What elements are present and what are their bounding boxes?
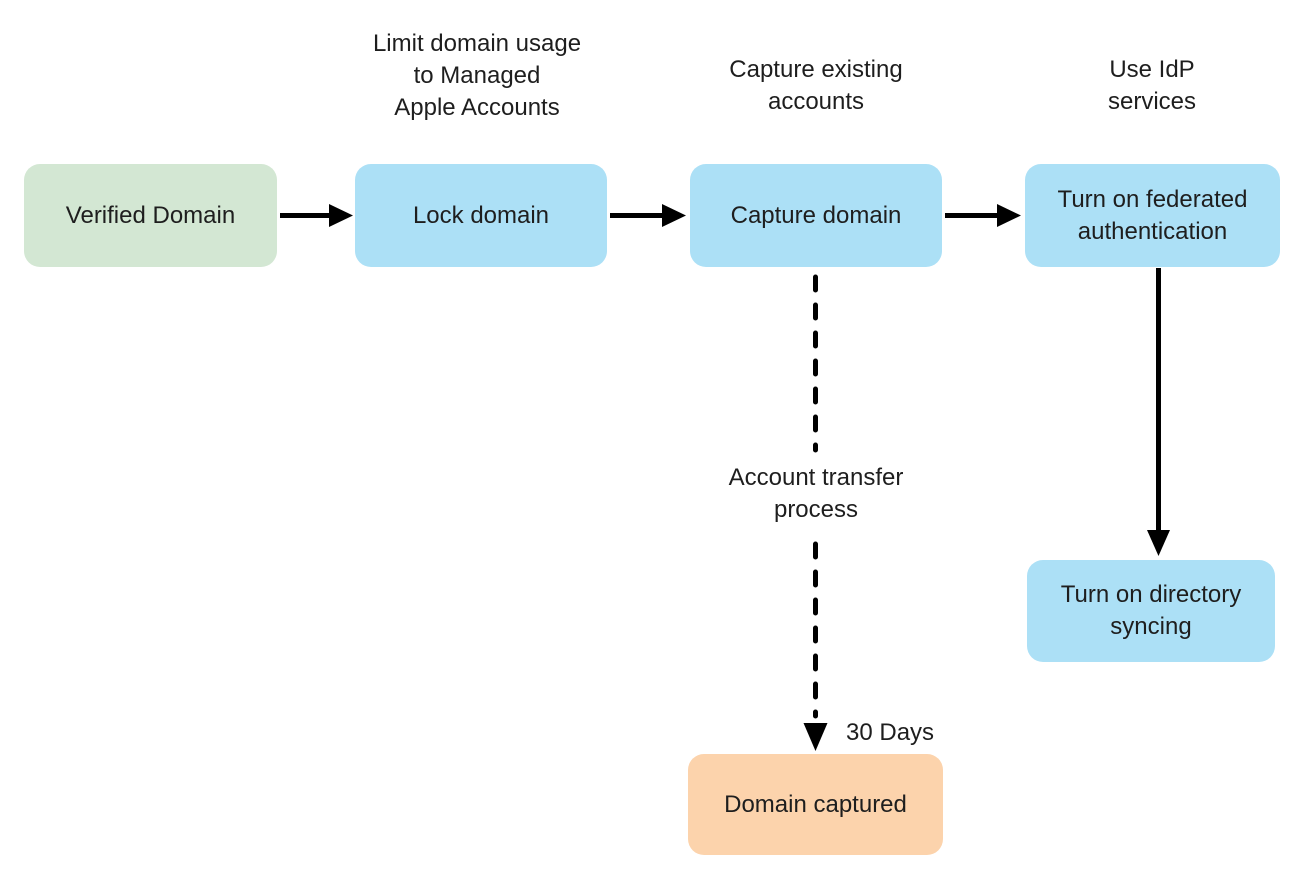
node-domain-captured-label: Domain captured — [724, 790, 907, 818]
node-directory-syncing-label: Turn on directory syncing — [1060, 581, 1242, 640]
note-use-idp-services: Use IdP services — [1107, 56, 1197, 115]
node-capture-domain-label: Capture domain — [730, 201, 902, 229]
node-federated-authentication: Turn on federated authentication — [1025, 164, 1280, 267]
node-lock-domain: Lock domain — [355, 164, 607, 267]
node-verified-domain-label: Verified Domain — [65, 201, 236, 229]
arrow-capture-to-federated — [945, 204, 1021, 227]
arrow-lock-to-capture — [610, 204, 686, 227]
node-federated-authentication-label: Turn on federated authentication — [1057, 185, 1248, 245]
node-capture-domain: Capture domain — [690, 164, 942, 267]
node-verified-domain: Verified Domain — [24, 164, 277, 267]
node-domain-captured: Domain captured — [688, 754, 943, 855]
node-directory-syncing: Turn on directory syncing — [1027, 560, 1275, 662]
node-lock-domain-label: Lock domain — [412, 201, 550, 229]
note-account-transfer-process: Account transfer process — [728, 464, 904, 523]
note-limit-domain-usage: Limit domain usage to Managed Apple Acco… — [372, 30, 582, 121]
note-30-days: 30 Days — [846, 719, 935, 746]
arrow-federated-to-directory — [1147, 268, 1170, 556]
arrow-verified-to-lock — [280, 204, 353, 227]
note-capture-existing-accounts: Capture existing accounts — [729, 56, 903, 115]
